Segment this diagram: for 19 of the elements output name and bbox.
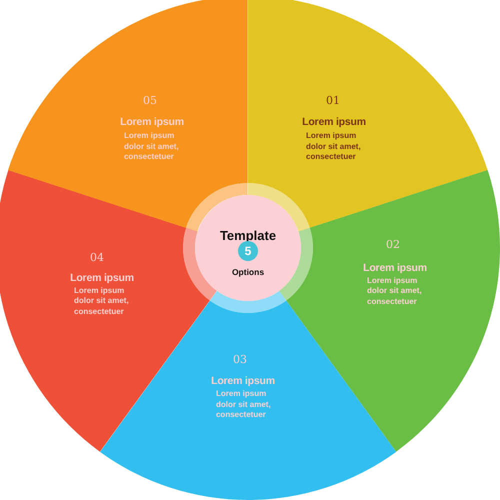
step-number: 02 xyxy=(386,238,400,251)
segment-description: Lorem ipsum dolor sit amet, consectetuer xyxy=(367,276,423,308)
segment-description: Lorem ipsum dolor sit amet, consectetuer xyxy=(216,389,272,420)
center-title: Template xyxy=(218,228,278,243)
segment-heading: Lorem ipsum xyxy=(211,375,275,387)
step-number: 05 xyxy=(142,94,157,107)
number-badge: 5 xyxy=(238,241,258,261)
segment-heading: Lorem ipsum xyxy=(302,116,366,128)
segment-description: Lorem ipsum dolor sit amet, consectetuer xyxy=(74,286,130,318)
segment-description: Lorem ipsum dolor sit amet, consectetuer xyxy=(306,131,362,162)
center-subtitle: Options xyxy=(230,267,266,277)
center-circle xyxy=(195,195,301,301)
segment-description: Lorem ipsum dolor sit amet, consectetuer xyxy=(124,131,180,162)
step-number: 03 xyxy=(232,353,247,366)
step-number: 04 xyxy=(90,250,104,264)
step-number: 01 xyxy=(326,94,340,107)
segment-heading: Lorem ipsum xyxy=(363,262,427,274)
segment-heading: Lorem ipsum xyxy=(70,272,134,284)
segment-heading: Lorem ipsum xyxy=(120,116,184,128)
